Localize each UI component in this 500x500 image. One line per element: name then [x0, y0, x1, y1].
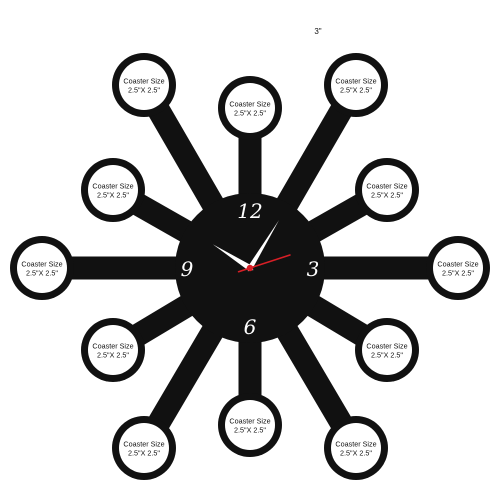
coaster-size-label: 2.5"X 2.5" — [371, 191, 403, 200]
coaster-title-label: Coaster Size — [92, 182, 133, 191]
coaster-title-label: Coaster Size — [437, 260, 478, 269]
clock-hands — [212, 220, 291, 273]
coaster-size-label: 2.5"X 2.5" — [371, 351, 403, 360]
coaster-face — [88, 165, 138, 215]
coaster-size-label: 2.5"X 2.5" — [234, 426, 266, 435]
numeral-6: 6 — [244, 315, 257, 339]
coaster-face — [362, 165, 412, 215]
coaster-face — [225, 83, 275, 133]
coaster-size-label: 2.5"X 2.5" — [26, 269, 58, 278]
coaster-size-label: 2.5"X 2.5" — [128, 86, 160, 95]
coaster-title-label: Coaster Size — [21, 260, 62, 269]
coaster-title-label: Coaster Size — [335, 77, 376, 86]
dimension-label: 3" — [314, 27, 321, 36]
coaster-title-label: Coaster Size — [229, 417, 270, 426]
coaster-size-label: 2.5"X 2.5" — [97, 351, 129, 360]
hand-pivot — [246, 264, 254, 272]
coaster-face — [331, 423, 381, 473]
coaster-title-label: Coaster Size — [123, 440, 164, 449]
coaster-title-label: Coaster Size — [366, 182, 407, 191]
coaster-face — [433, 243, 483, 293]
numeral-12: 12 — [237, 199, 262, 223]
coaster-title-label: Coaster Size — [92, 342, 133, 351]
coaster-face — [119, 60, 169, 110]
coaster-title-label: Coaster Size — [366, 342, 407, 351]
coaster-face — [362, 325, 412, 375]
coaster-face — [331, 60, 381, 110]
numeral-3: 3 — [307, 257, 320, 281]
numeral-9: 9 — [181, 257, 194, 281]
minute-hand — [247, 220, 280, 272]
coaster-title-label: Coaster Size — [335, 440, 376, 449]
coaster-size-label: 2.5"X 2.5" — [128, 449, 160, 458]
clock-numerals: 12 3 6 9 — [181, 199, 320, 339]
coaster-size-label: 2.5"X 2.5" — [340, 449, 372, 458]
coaster-face — [225, 400, 275, 450]
coaster-face — [17, 243, 67, 293]
coaster-face — [119, 423, 169, 473]
coaster-title-label: Coaster Size — [123, 77, 164, 86]
coaster-size-label: 2.5"X 2.5" — [234, 109, 266, 118]
coaster-face — [88, 325, 138, 375]
coaster-size-label: 2.5"X 2.5" — [340, 86, 372, 95]
coaster-title-label: Coaster Size — [229, 100, 270, 109]
coaster-size-label: 2.5"X 2.5" — [442, 269, 474, 278]
hour-hand — [212, 244, 254, 271]
coaster-size-label: 2.5"X 2.5" — [97, 191, 129, 200]
